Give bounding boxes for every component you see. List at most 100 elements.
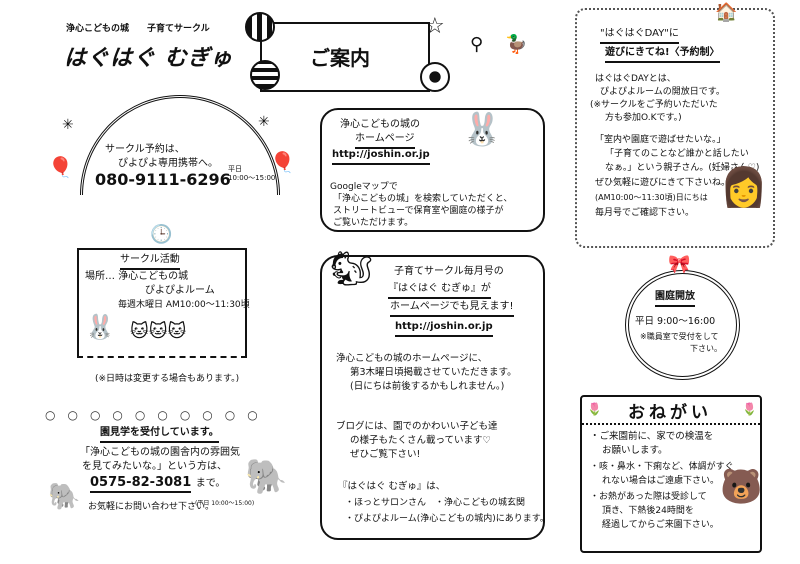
newsletter-p2: 第3木曜日頃掲載させていただきます。 [350, 367, 517, 378]
day-title2: 遊びにきてね!〈予約制〉 [605, 46, 720, 63]
activity-schedule: 毎週木曜日 AM10:00〜11:30頃 [118, 300, 250, 310]
flower-border-decoration [575, 8, 775, 248]
newsletter-url[interactable]: http://joshin.or.jp [395, 320, 493, 337]
homepage-map1: Googleマップで [330, 182, 398, 192]
newsletter-w1: 『はぐはぐ むぎゅ』は、 [338, 481, 446, 492]
balloons-icon: 🎈 [270, 150, 295, 174]
tour-phone[interactable]: 0575-82-3081 [90, 475, 192, 493]
divider [582, 423, 760, 425]
day-l2: ぴよぴよルームの開放日です。 [600, 87, 725, 97]
request-item1-line1: ご来園前に、家での検温を [599, 431, 714, 442]
ball-icon [250, 60, 280, 90]
activity-frame [77, 248, 247, 358]
wreath-frame [625, 270, 740, 380]
newsletter-p1: 浄心こどもの城のホームページに、 [336, 353, 488, 364]
day-title1: "はぐはぐDAY"に [600, 27, 679, 44]
day-l9: (AM10:00〜11:30頃)日にちは [595, 193, 708, 202]
newsletter-line2: 『はぐはぐ むぎゅ』が [388, 282, 491, 299]
star-icon: ☆ [425, 14, 445, 39]
place-label: 場所… [85, 271, 115, 282]
request-item2-line1: 咳・鼻水・下痢など、体調がすぐ [599, 462, 734, 472]
tour-line3: お気軽にお問い合わせ下さい。 [88, 502, 215, 512]
house-icon: 🏠 [715, 2, 738, 23]
tour-phone-row: 0575-82-3081 まで。 [90, 474, 225, 493]
newsletter-b2: の様子もたくさん載っています♡ [350, 435, 492, 446]
squirrel-icon: 🐿 [330, 249, 374, 289]
request-item3-line3: 経過してからご来園下さい。 [602, 520, 719, 530]
tour-line1: 「浄心こどもの城の園舎内の雰囲気 [80, 447, 240, 458]
clock-icon: 🕒 [150, 224, 173, 245]
newsletter-b3: ぜひご覧下さい! [350, 449, 421, 460]
request-item2-line2: れない場合はご遠慮下さい。 [602, 476, 720, 486]
tour-hours: (平日 10:00〜15:00) [195, 500, 255, 507]
request-title: おねがい [628, 403, 712, 423]
request-item1-line2: お願いします。 [602, 445, 668, 456]
tulip-icon: 🌷 [587, 402, 602, 416]
reservation-line1: サークル予約は、 [105, 144, 185, 155]
day-l7: なぁ。」という親子さん。(妊婦さん♡) [605, 163, 760, 173]
bear-icon: 🐻 [720, 467, 763, 507]
activity-place: 場所… 浄心こどもの城 [85, 270, 188, 284]
balloon-icon [245, 12, 275, 42]
activity-place2: ぴよぴよルーム [145, 285, 215, 296]
request-item1: ・ご来園前に、家での検温を [590, 431, 714, 442]
circle-type-label: 子育てサークル [147, 24, 210, 34]
rattle-icon: ⚲ [470, 34, 484, 55]
request-item2: ・咳・鼻水・下痢など、体調がすぐ [590, 462, 734, 472]
notice-title: ご案内 [310, 46, 370, 70]
garden-title: 園庭開放 [655, 290, 695, 307]
duck-icon: 🦆 [505, 34, 528, 55]
request-item3: ・お熱があった際は受診して [590, 492, 707, 502]
org-name: 浄心こどもの城 子育てサークル [66, 22, 210, 36]
day-l4: 方も参加O.Kです。) [605, 113, 682, 123]
newsletter-p3: (日にちは前後するかもしれません。) [350, 381, 505, 392]
activity-note: (※日時は変更する場合もあります。) [95, 374, 240, 384]
newsletter-b1: ブログには、園でのかわいい子ども達 [336, 421, 498, 432]
ball-icon [420, 62, 450, 92]
day-l8: ぜひ気軽に遊びにきて下さいね。 [595, 178, 731, 188]
day-l6: 「子育てのことなど誰かと話したい [605, 149, 749, 159]
tour-title: 園見学を受付しています。 [100, 426, 219, 443]
cat-children-icon: 🐱🐱🐱 [130, 321, 187, 342]
homepage-line2: ホームページ [355, 132, 415, 149]
rabbit-basket-icon: 🐰 [462, 110, 502, 148]
homepage-map4: ご覧いただけます。 [333, 218, 414, 228]
newsletter-line3: ホームページでも見えます! [390, 300, 514, 317]
tulip-icon: 🌷 [742, 402, 757, 416]
newsletter-line1: 子育てサークル毎月号の [394, 266, 504, 277]
newsletter-w3: ・ぴよぴよルーム(浄心こどもの城内)にあります。 [345, 514, 549, 524]
homepage-map3: ストリートビューで保育室や園庭の様子が [333, 206, 504, 216]
hours-label: 平日 [228, 165, 242, 173]
sparkle-icon: ✳ [62, 117, 74, 133]
day-l3: (※サークルをご予約いただいた [590, 100, 718, 110]
homepage-map2: 「浄心こどもの城」を検索していただくと、 [333, 194, 513, 204]
newsletter-w2: ・ほっとサロンさん ・浄心こどもの城玄関 [345, 498, 526, 508]
bubbles-decoration: ○○○○○○○○○○ [45, 408, 270, 422]
activity-title: サークル活動 [120, 253, 180, 270]
place-value: 浄心こどもの城 [118, 271, 189, 282]
balloons-icon: 🎈 [48, 155, 73, 179]
request-item3-line1: お熱があった際は受診して [599, 492, 707, 502]
day-l1: はぐはぐDAYとは、 [595, 74, 676, 84]
elephant-icon: 🐘 [245, 457, 288, 497]
circle-title: はぐはぐ むぎゅ [64, 46, 233, 71]
elephant-icon: 🐘 [48, 482, 81, 512]
org-label: 浄心こどもの城 [66, 24, 130, 34]
homepage-box [320, 108, 545, 232]
rabbit-icon: 🐰 [85, 313, 115, 341]
newsletter-box [320, 255, 545, 540]
notice-title-frame [260, 22, 430, 92]
garden-note1: ※職員室で受付をして [640, 332, 719, 341]
ribbon-icon: 🎀 [668, 254, 691, 275]
garden-hours: 平日 9:00〜16:00 [635, 316, 716, 327]
reservation-line2: ぴよぴよ専用携帯へ。 [118, 158, 218, 169]
tour-phone-suffix: まで。 [195, 478, 226, 489]
request-item3-line2: 頂き、下熱後24時間を [602, 506, 694, 516]
day-l10: 毎月号でご確認下さい。 [595, 208, 695, 218]
homepage-url[interactable]: http://joshin.or.jp [332, 148, 430, 165]
reservation-phone[interactable]: 080-9111-6296 [95, 170, 231, 189]
request-box [580, 395, 762, 553]
hours-value: 10:00〜15:00 [228, 174, 276, 182]
homepage-line1: 浄心こどもの城の [340, 119, 420, 130]
